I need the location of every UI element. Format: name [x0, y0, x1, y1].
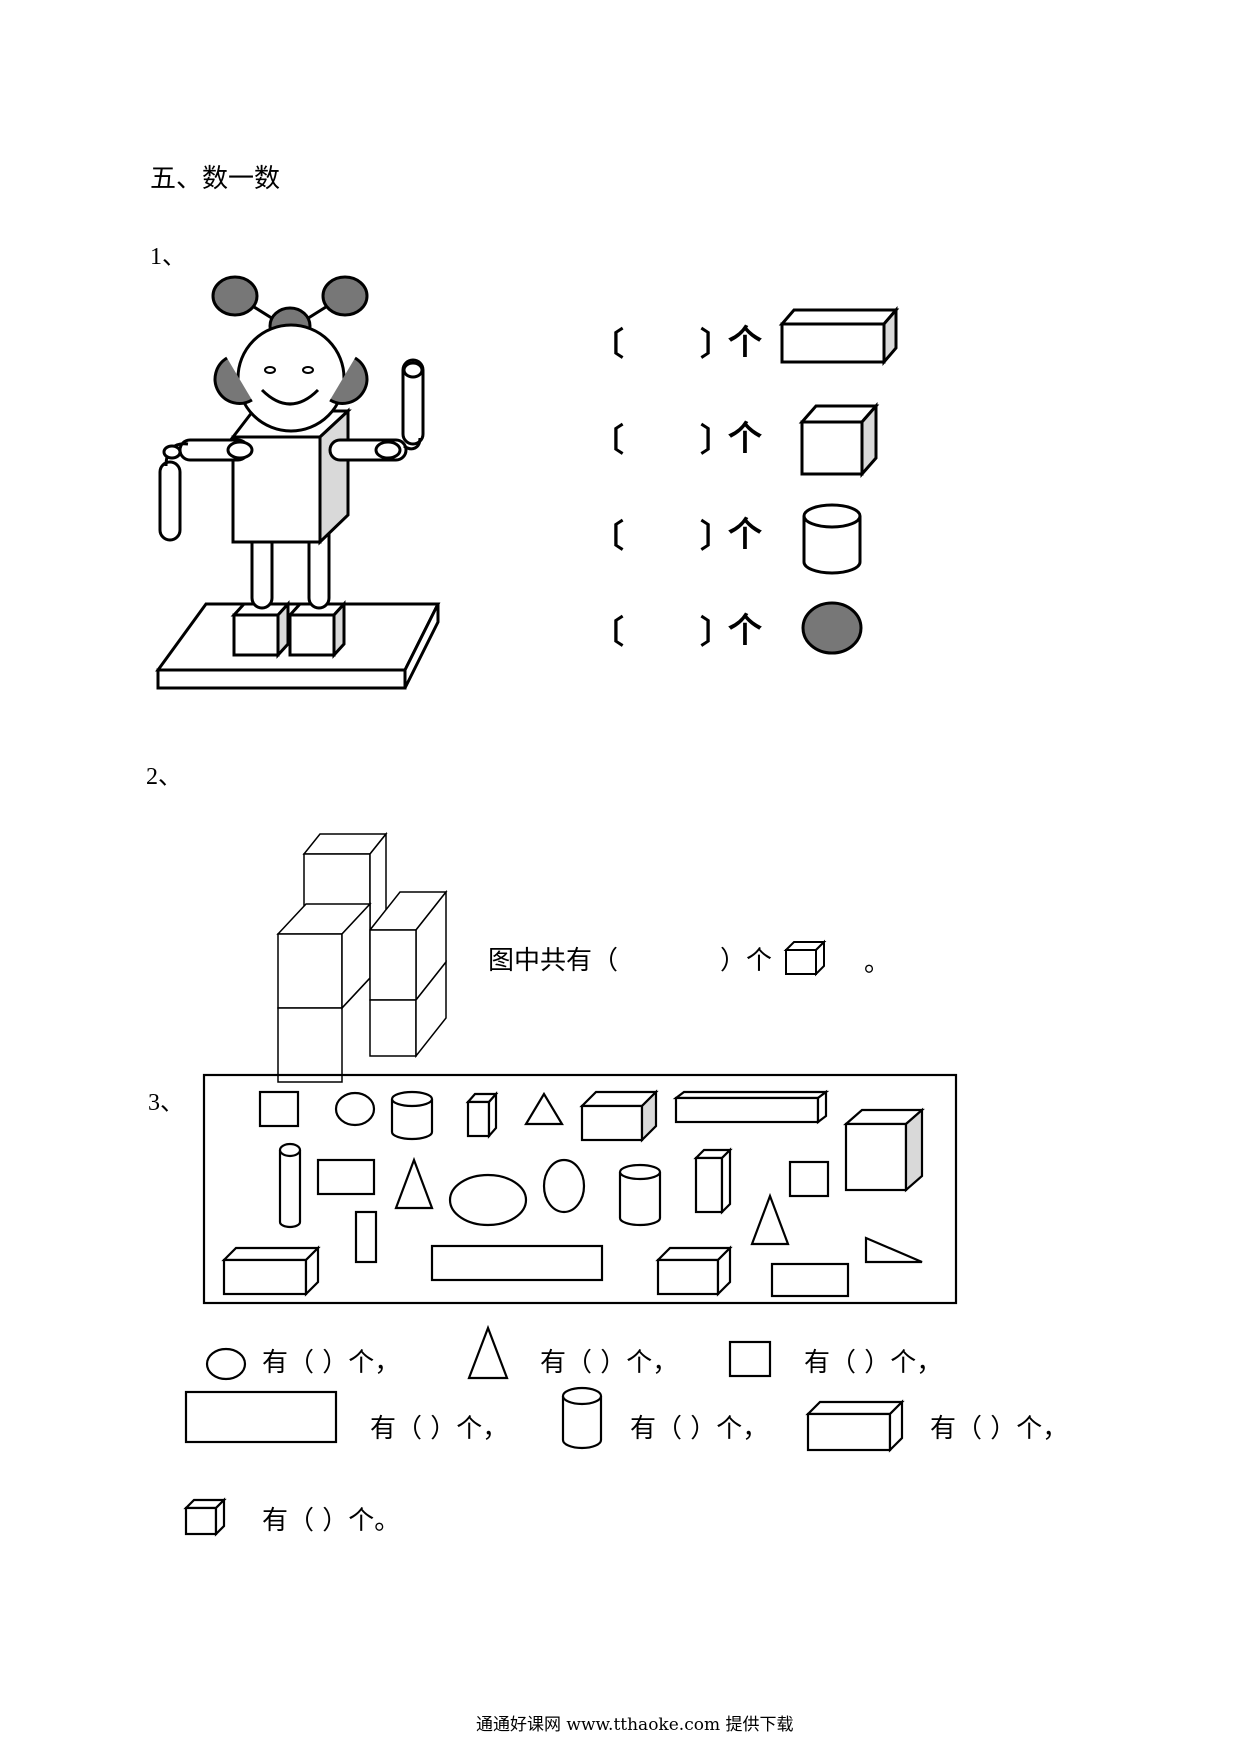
q3-item-cylinder-text: 有（ ）个，: [630, 1414, 769, 1444]
q3-number: 3、: [148, 1090, 184, 1116]
q1-unit: 个: [728, 323, 762, 363]
left-forearm: [158, 460, 182, 542]
left-foot-cube: [232, 613, 280, 657]
q2-number: 2、: [146, 764, 182, 790]
cube-icon: [783, 939, 827, 977]
right-forearm: [401, 358, 425, 446]
q1-number: 1、: [150, 244, 186, 270]
platform-side: [403, 603, 440, 689]
q2-text-before: 图中共有（: [488, 946, 619, 976]
circle-icon: [205, 1347, 247, 1381]
page-footer: 通通好课网 www.tthaoke.com 提供下载: [476, 1715, 794, 1735]
circle-shape: [334, 1091, 376, 1127]
square-icon: [728, 1340, 772, 1378]
cylinder-icon: [802, 503, 862, 575]
q3-item-triangle-text: 有（ ）个，: [540, 1348, 679, 1378]
q3-item-cuboid-text: 有（ ）个，: [930, 1414, 1069, 1444]
q3-item-square-text: 有（ ）个，: [804, 1348, 943, 1378]
q3-item-circle-text: 有（ ）个，: [262, 1348, 401, 1378]
sphere-icon: [801, 601, 863, 655]
triangle-shape: [524, 1091, 564, 1126]
cuboid-icon: [778, 305, 900, 367]
rectangle-icon: [184, 1390, 338, 1444]
antenna-ball-left: [211, 275, 259, 317]
cylinder-icon: [561, 1386, 603, 1450]
antenna-ball-right: [321, 275, 369, 317]
q3-item-rectangle-text: 有（ ）个，: [370, 1414, 509, 1444]
q3-item-cube-text: 有（ ）个。: [262, 1506, 401, 1536]
robot-smile: [260, 388, 320, 406]
cuboid-icon: [805, 1399, 905, 1453]
cube-icon: [798, 402, 880, 478]
cube-icon: [183, 1497, 227, 1537]
stacked-cubes-figure: [276, 831, 448, 1083]
square-shape: [258, 1090, 300, 1128]
triangle-icon: [467, 1324, 509, 1380]
q2-text-after: ）个: [720, 946, 773, 976]
section-title: 五、数一数: [150, 164, 281, 194]
q2-period: 。: [864, 948, 891, 978]
